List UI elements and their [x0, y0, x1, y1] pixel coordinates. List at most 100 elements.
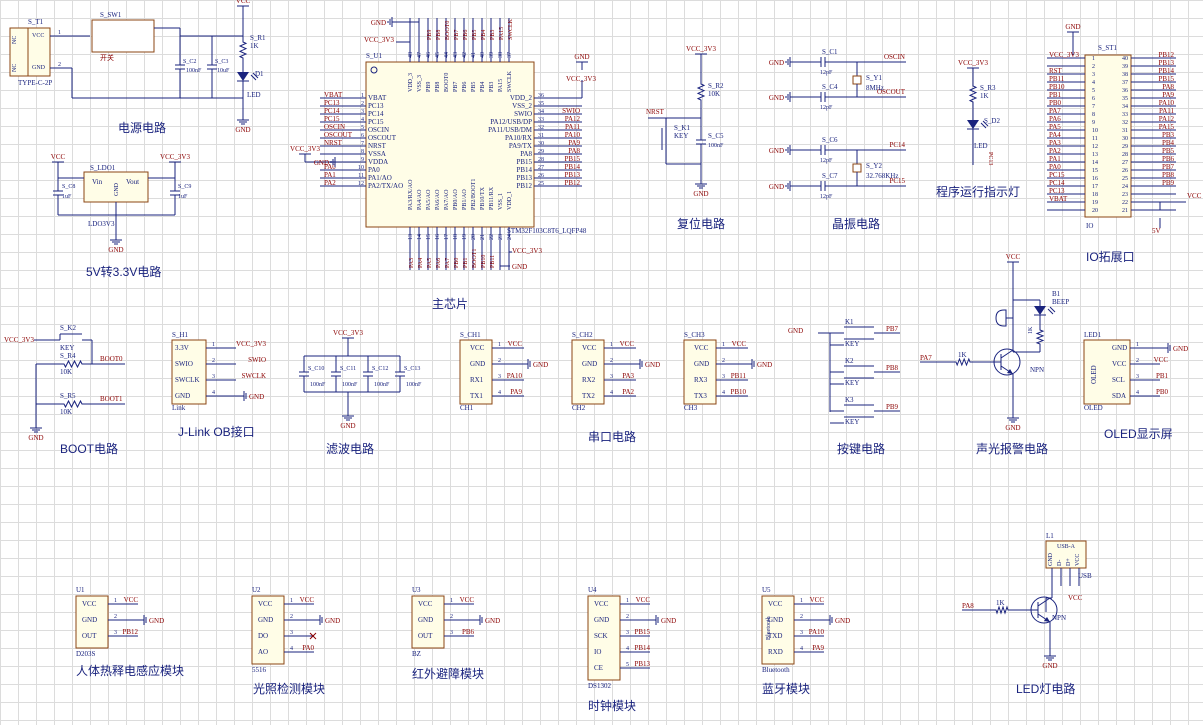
pin-name: VCC — [470, 344, 485, 352]
pin-name: VSS_3 — [417, 75, 423, 92]
pin-name: SWIO — [514, 110, 532, 118]
pin-number: 1 — [58, 30, 61, 36]
res-value: 10K — [60, 368, 72, 376]
key-value: KEY — [845, 379, 859, 387]
resistor — [238, 36, 248, 64]
uart-label: CH2 — [572, 404, 586, 412]
pin-number: 16 — [1092, 176, 1098, 182]
pin-name: NRST — [368, 142, 387, 150]
transistor — [1037, 597, 1051, 607]
led-ref: D1 — [255, 70, 264, 78]
pin-name: PB1/AO — [462, 189, 468, 210]
title-jlink: J-Link OB接口 — [178, 425, 255, 439]
net-label: PA12 — [565, 115, 581, 123]
buzzer-value: BEEP — [1052, 298, 1069, 306]
cap-value: 100nF — [708, 143, 724, 149]
pin-number: 2 — [212, 358, 215, 364]
power-label: VCC — [236, 0, 251, 5]
usb-pin-label: D- — [1057, 560, 1063, 566]
pin-number: 25 — [1122, 176, 1128, 182]
net-label: VCC — [124, 596, 139, 604]
net-label: PB14 — [564, 163, 580, 171]
res-ref: S_R4 — [60, 352, 76, 360]
usb-pin-label: GND — [32, 65, 46, 71]
pin-number: 45 — [435, 52, 441, 58]
resistor — [1035, 324, 1045, 350]
pin-number: 4 — [290, 646, 293, 652]
oled-ref: LED1 — [1084, 331, 1102, 339]
usb-ref: S_T1 — [28, 18, 44, 26]
cap-ref: S_C13 — [404, 366, 420, 372]
crystal-value: 8MHz — [866, 84, 884, 92]
pin-name: PB0/AO — [453, 189, 459, 210]
key-value: KEY — [674, 132, 688, 140]
net-label: PA0 — [302, 644, 314, 652]
pin-name: VSS_2 — [512, 102, 532, 110]
pin-number: 4 — [800, 646, 803, 652]
pin-name: SWIO — [175, 360, 193, 368]
power-label: 5V — [1152, 227, 1161, 235]
pin-name: CE — [594, 664, 603, 672]
pin-name: PA15 — [498, 79, 504, 92]
net-label: PB1 — [1049, 91, 1062, 99]
pin-number: 42 — [462, 52, 468, 58]
pin-number: 48 — [408, 52, 414, 58]
net-label: PA10 — [1159, 99, 1175, 107]
pin-number: 33 — [1122, 112, 1128, 118]
pin-name: VCC — [258, 600, 273, 608]
pin-number: 30 — [1122, 136, 1128, 142]
cap-value: 12pF — [820, 194, 833, 200]
pin-number: 1 — [114, 598, 117, 604]
title-led-light: LED灯电路 — [1016, 682, 1076, 696]
key-ref: S_K1 — [674, 124, 690, 132]
pin-number: 7 — [361, 141, 364, 147]
pin-number: 5 — [626, 662, 629, 668]
res-ref: S_R3 — [980, 84, 996, 92]
buzzer-ref: B1 — [1052, 290, 1061, 298]
cap-value: 100nF — [374, 382, 390, 388]
net-label: PA9 — [1162, 91, 1174, 99]
ldo-pin: Vin — [92, 178, 103, 186]
pin-number: 1 — [626, 598, 629, 604]
pin-number: 3 — [626, 630, 629, 636]
uart-label: CH3 — [684, 404, 698, 412]
net-label: PB15 — [1158, 75, 1174, 83]
pin-number: 17 — [444, 234, 450, 240]
ldo-body — [83, 171, 149, 203]
pin-name: PA7/AO — [444, 189, 450, 210]
pin-number: 22 — [489, 234, 495, 240]
net-label: PA10 — [507, 372, 523, 380]
pin-number: 26 — [1122, 168, 1128, 174]
net-label: PB11 — [731, 372, 747, 380]
net-label: PA8 — [568, 147, 580, 155]
net-label: PA2 — [324, 179, 336, 187]
pin-name: PB10/TX — [480, 186, 486, 210]
pin-number: 20 — [471, 234, 477, 240]
pin-number: 3 — [450, 630, 453, 636]
gnd-label: GND — [149, 617, 164, 625]
led-light — [982, 120, 989, 127]
gnd-label: GND — [371, 19, 386, 27]
pin-number: 2 — [1136, 358, 1139, 364]
power-label: VCC — [1068, 594, 1083, 602]
pin-number: 36 — [538, 93, 544, 99]
jlink-label: Link — [172, 404, 186, 412]
net-label: OSCOUT — [877, 88, 906, 96]
led-light — [1047, 308, 1054, 315]
gnd-label: GND — [235, 126, 250, 134]
gnd-label: GND — [1005, 424, 1020, 432]
oled-body — [1083, 339, 1131, 405]
cap-value: 100nF — [310, 382, 326, 388]
pin-number: 1 — [722, 342, 725, 348]
pin-name: VDD_1 — [507, 191, 513, 210]
pin-name: GND — [418, 616, 433, 624]
pin-number: 3 — [800, 630, 803, 636]
net-label: PB5 — [1162, 147, 1175, 155]
module-body — [587, 595, 621, 681]
key-value: KEY — [845, 340, 859, 348]
pin-number: 13 — [408, 234, 414, 240]
usb-type: TYPE-C-2P — [18, 79, 52, 87]
title-keys: 按键电路 — [837, 442, 886, 456]
power-label: VCC_3V3 — [160, 153, 190, 161]
net-label: PA6 — [436, 258, 442, 268]
